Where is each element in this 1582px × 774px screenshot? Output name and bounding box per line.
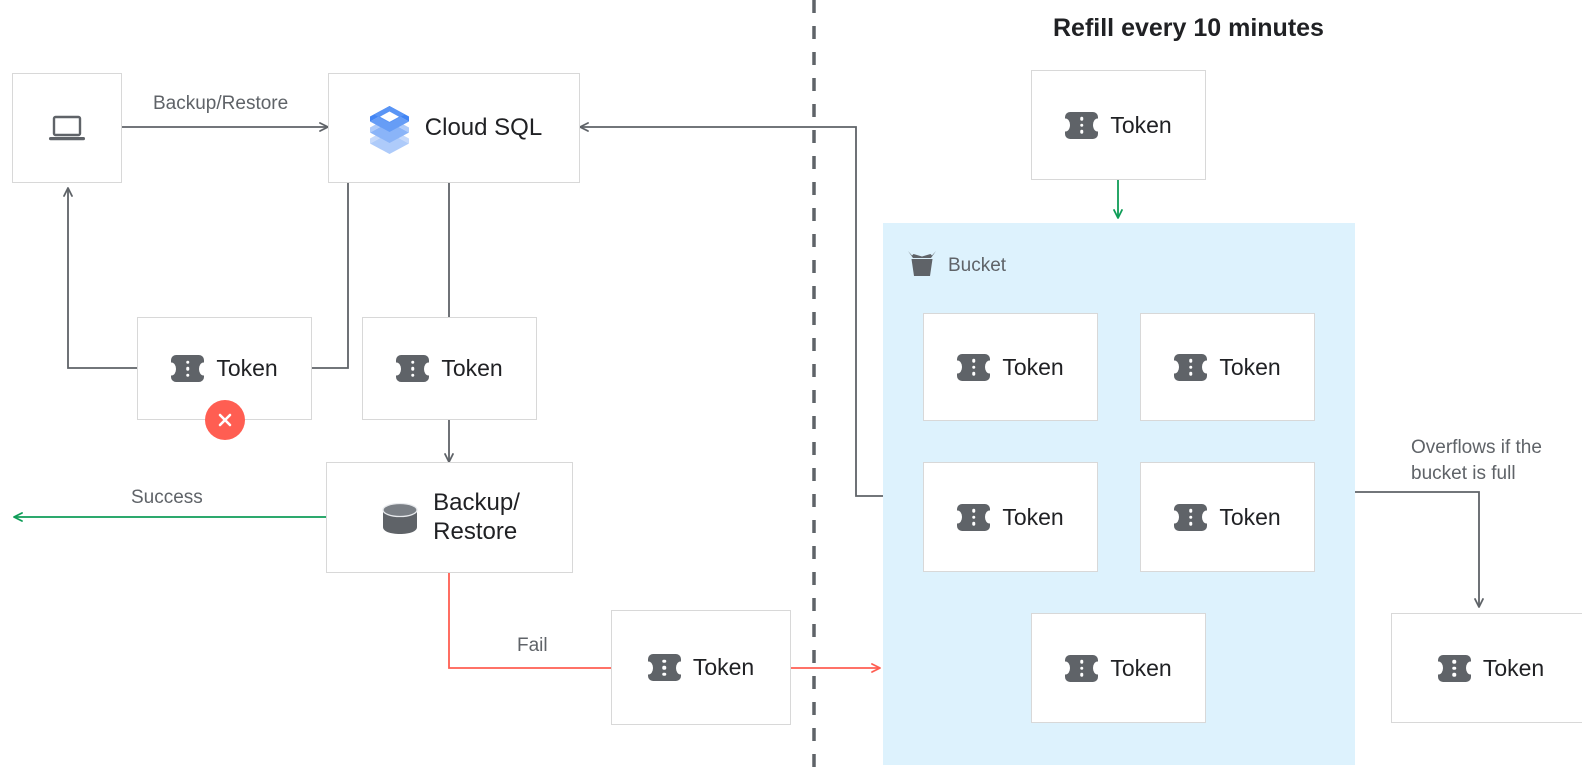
token-icon bbox=[167, 355, 209, 382]
edge-bucket-overflow bbox=[1355, 491, 1484, 608]
token-label: Token bbox=[1002, 503, 1064, 530]
edge-cloudsql-to-token-client bbox=[312, 182, 349, 369]
laptop-icon bbox=[47, 113, 87, 143]
bucket-token-4[interactable]: Token bbox=[1140, 462, 1315, 572]
token-label: Token bbox=[1110, 654, 1172, 681]
node-token-overflow[interactable]: Token bbox=[1391, 613, 1582, 723]
backup-restore-label: Backup/ Restore bbox=[433, 489, 520, 545]
token-label: Token bbox=[1002, 353, 1064, 380]
database-icon bbox=[379, 501, 421, 535]
edge-label-success: Success bbox=[131, 487, 203, 508]
bucket-token-5[interactable]: Token bbox=[1031, 613, 1206, 723]
bucket-title: Bucket bbox=[948, 254, 1007, 276]
token-label: Token bbox=[441, 355, 503, 381]
token-icon bbox=[1170, 503, 1212, 531]
token-label: Token bbox=[216, 355, 278, 381]
cloud-sql-icon bbox=[366, 102, 413, 154]
token-icon bbox=[643, 654, 685, 681]
token-label: Token bbox=[1219, 353, 1281, 380]
node-token-fail[interactable]: Token bbox=[611, 610, 791, 725]
token-icon bbox=[1061, 111, 1103, 139]
node-token-client[interactable]: Token bbox=[137, 317, 312, 420]
token-icon bbox=[953, 353, 995, 381]
bucket-icon bbox=[905, 248, 939, 283]
node-client[interactable] bbox=[12, 73, 122, 183]
error-x-badge bbox=[205, 400, 245, 440]
node-token-request[interactable]: Token bbox=[362, 317, 537, 420]
bucket-token-3[interactable]: Token bbox=[923, 462, 1098, 572]
edge-token-client-to-client bbox=[63, 187, 137, 369]
edge-label-fail: Fail bbox=[517, 635, 548, 656]
token-icon bbox=[953, 503, 995, 531]
node-backup-restore[interactable]: Backup/ Restore bbox=[326, 462, 573, 573]
token-icon bbox=[392, 355, 434, 382]
bucket-token-2[interactable]: Token bbox=[1140, 313, 1315, 421]
node-token-refill[interactable]: Token bbox=[1031, 70, 1206, 180]
token-label: Token bbox=[692, 654, 755, 680]
page-title: Refill every 10 minutes bbox=[1053, 14, 1324, 42]
token-label: Token bbox=[1219, 503, 1281, 530]
edge-bucket-to-cloudsql bbox=[579, 122, 883, 497]
token-label: Token bbox=[1110, 111, 1172, 138]
token-label: Token bbox=[1482, 654, 1545, 681]
token-icon bbox=[1170, 353, 1212, 381]
cloud-sql-label: Cloud SQL bbox=[424, 113, 543, 141]
node-cloud-sql[interactable]: Cloud SQL bbox=[328, 73, 580, 183]
bucket-token-1[interactable]: Token bbox=[923, 313, 1098, 421]
bucket-header: Bucket bbox=[905, 248, 1006, 283]
edge-label-overflow: Overflows if the bucket is full bbox=[1411, 437, 1542, 484]
token-icon bbox=[1433, 654, 1475, 682]
edge-label-backup-restore: Backup/Restore bbox=[153, 93, 289, 114]
token-icon bbox=[1061, 654, 1103, 682]
